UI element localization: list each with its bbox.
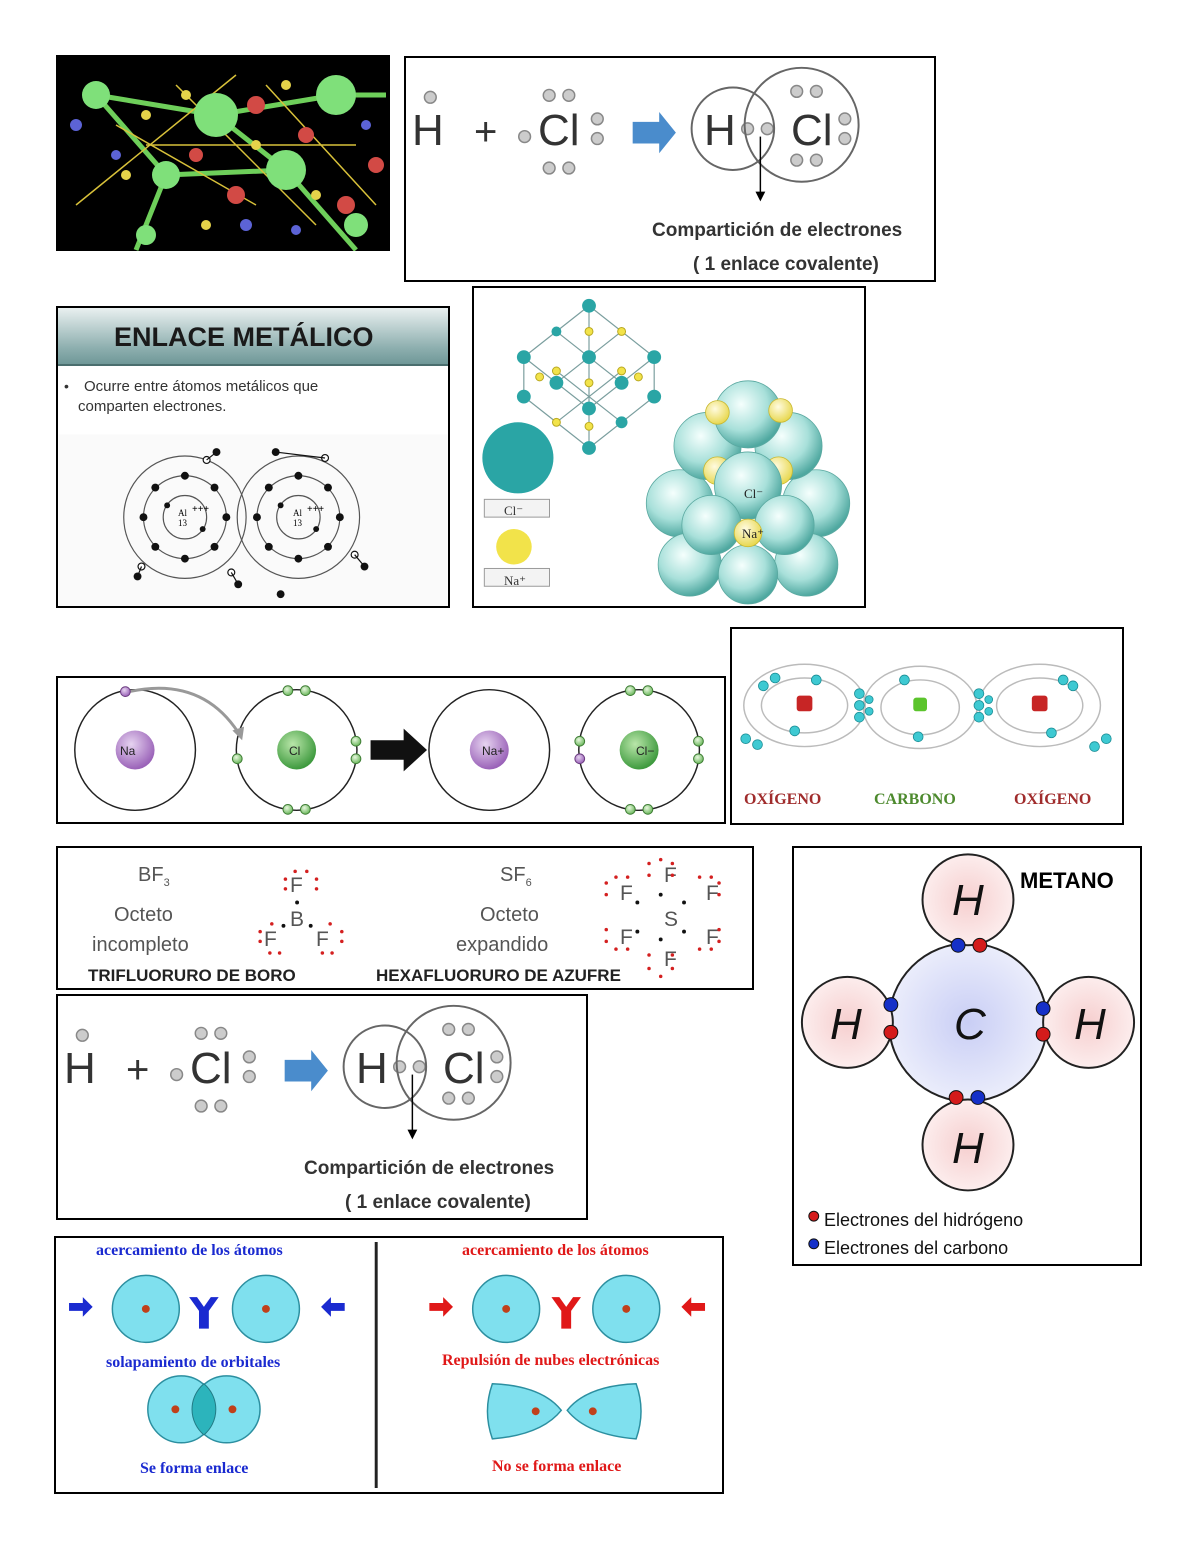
overlap-left-bottom-text: Se forma enlace (140, 1460, 249, 1477)
sf6-formula: SF6 (500, 864, 532, 889)
hcl-plus-sign: + (474, 110, 498, 154)
metallic-atom2-label: Al (293, 508, 302, 518)
bf3-f-top: F (290, 874, 303, 897)
ionic-na-ion-label: Na+ (482, 744, 505, 758)
metallic-text-line1: Ocurre entre átomos metálicos que (84, 378, 319, 395)
methane-h-top: H (952, 876, 984, 925)
bf3-formula: BF3 (138, 864, 170, 889)
hcl-lewis-panel-top: H + Cl H Cl Compartición de electrones (… (404, 56, 936, 282)
overlap-left-mid-text: solapamiento de orbitales (106, 1354, 281, 1371)
hcl-lewis-panel-bottom: H + Cl H Cl Compartición de electrones (… (56, 994, 588, 1220)
co2-carbon-label: CARBONO (874, 791, 956, 808)
co2-panel: OXÍGENO CARBONO OXÍGENO (730, 627, 1124, 825)
bf3-f-right: F (316, 928, 329, 951)
bf3-formula-text: BF (138, 864, 164, 886)
ionic-cl-label: Cl (289, 744, 301, 758)
co2-oxygen1-label: OXÍGENO (744, 791, 822, 808)
hcl2-h-product: H (356, 1044, 388, 1093)
bf3-octet-line2: incompleto (92, 934, 189, 956)
hcl2-cl-symbol: Cl (190, 1044, 232, 1093)
ionic-cl-ion-label: Cl− (636, 744, 655, 758)
methane-legend-hydrogen: Electrones del hidrógeno (824, 1210, 1024, 1230)
metallic-atom1-number: 13 (178, 518, 187, 528)
sf6-formula-sub: 6 (525, 877, 532, 889)
octet-dots-drawing (258, 857, 721, 979)
methane-panel: METANO H H H H C Electrones del hidrógen… (792, 846, 1142, 1266)
sf6-octet-line1: Octeto (480, 904, 539, 926)
overlap-left-top-text: acercamiento de los átomos (96, 1242, 283, 1259)
overlap-right-top-text: acercamiento de los átomos (462, 1242, 649, 1259)
hcl-lewis-drawing (423, 66, 860, 202)
nacl-crystal-drawing (482, 298, 851, 605)
sf6-s-center: S (664, 908, 679, 931)
hcl-lewis-drawing-bottom (75, 1004, 512, 1140)
metallic-title: ENLACE METÁLICO (114, 322, 374, 352)
ionic-na-label: Na (120, 744, 136, 758)
metallic-atoms-drawing (58, 434, 448, 606)
bf3-formula-sub: 3 (163, 877, 170, 889)
nacl-crystal-panel: Cl⁻ Na⁺ Cl⁻ Na⁺ (472, 286, 866, 608)
methane-title: METANO (1020, 868, 1114, 893)
sf6-f-topright: F (706, 882, 719, 905)
metallic-bullet: • (64, 378, 69, 394)
hcl2-h-symbol: H (64, 1044, 96, 1093)
bf3-b-center: B (290, 908, 305, 931)
sf6-f-topleft: F (620, 882, 633, 905)
metallic-atom2-charge: +++ (307, 504, 325, 515)
hcl-h-symbol: H (412, 106, 444, 155)
methane-legend-carbon: Electrones del carbono (824, 1238, 1009, 1258)
lattice-3d-image (56, 55, 390, 251)
bf3-name: TRIFLUORURO DE BORO (88, 966, 296, 985)
co2-oxygen2-label: OXÍGENO (1014, 791, 1092, 808)
methane-drawing (800, 853, 1136, 1250)
co2-drawing (740, 663, 1112, 752)
hcl-caption-bond: ( 1 enlace covalente) (693, 254, 879, 275)
hcl-cl-product: Cl (791, 106, 833, 155)
metallic-title-bar (58, 308, 448, 366)
nacl-key-cl-label: Cl⁻ (504, 503, 524, 518)
orbital-overlap-panel: acercamiento de los átomos solapamiento … (54, 1236, 724, 1494)
metallic-bond-panel: ENLACE METÁLICO • Ocurre entre átomos me… (56, 306, 450, 608)
metallic-text-line2: comparten electrones. (78, 398, 227, 415)
orbital-overlap-drawing (69, 1241, 706, 1489)
nacl-key-na-label: Na⁺ (504, 573, 527, 588)
nacl-cl-label: Cl⁻ (744, 486, 764, 501)
methane-h-right: H (1074, 1000, 1106, 1049)
metallic-atom1-charge: +++ (192, 504, 210, 515)
hcl2-caption-sharing: Compartición de electrones (304, 1158, 555, 1179)
sf6-f-top: F (664, 864, 677, 887)
hcl2-plus-sign: + (126, 1048, 150, 1092)
lattice-3d-svg (70, 74, 386, 251)
octet-panel: BF3 Octeto incompleto SF6 Octeto expandi… (56, 846, 754, 990)
hcl2-caption-bond: ( 1 enlace covalente) (345, 1192, 531, 1213)
sf6-name: HEXAFLUORURO DE AZUFRE (376, 966, 621, 985)
overlap-right-mid-text: Repulsión de nubes electrónicas (442, 1352, 660, 1369)
bf3-f-left: F (264, 928, 277, 951)
sf6-formula-text: SF (500, 864, 526, 886)
methane-c-center: C (954, 1000, 986, 1049)
methane-h-bottom: H (952, 1124, 984, 1173)
sf6-octet-line2: expandido (456, 934, 549, 956)
methane-h-left: H (830, 1000, 862, 1049)
metallic-atom2-number: 13 (293, 518, 302, 528)
overlap-right-bottom-text: No se forma enlace (492, 1458, 622, 1475)
metallic-atom1-label: Al (178, 508, 187, 518)
ionic-bond-drawing (74, 685, 704, 815)
hcl-h-product: H (704, 106, 736, 155)
hcl-caption-sharing: Compartición de electrones (652, 220, 903, 241)
bf3-octet-line1: Octeto (114, 904, 173, 926)
hcl2-cl-product: Cl (443, 1044, 485, 1093)
ionic-bond-panel: Na Cl Na+ Cl− (56, 676, 726, 824)
sf6-f-bottomright: F (706, 926, 719, 949)
sf6-f-bottomleft: F (620, 926, 633, 949)
nacl-na-label: Na⁺ (742, 526, 765, 541)
hcl-cl-symbol: Cl (538, 106, 580, 155)
